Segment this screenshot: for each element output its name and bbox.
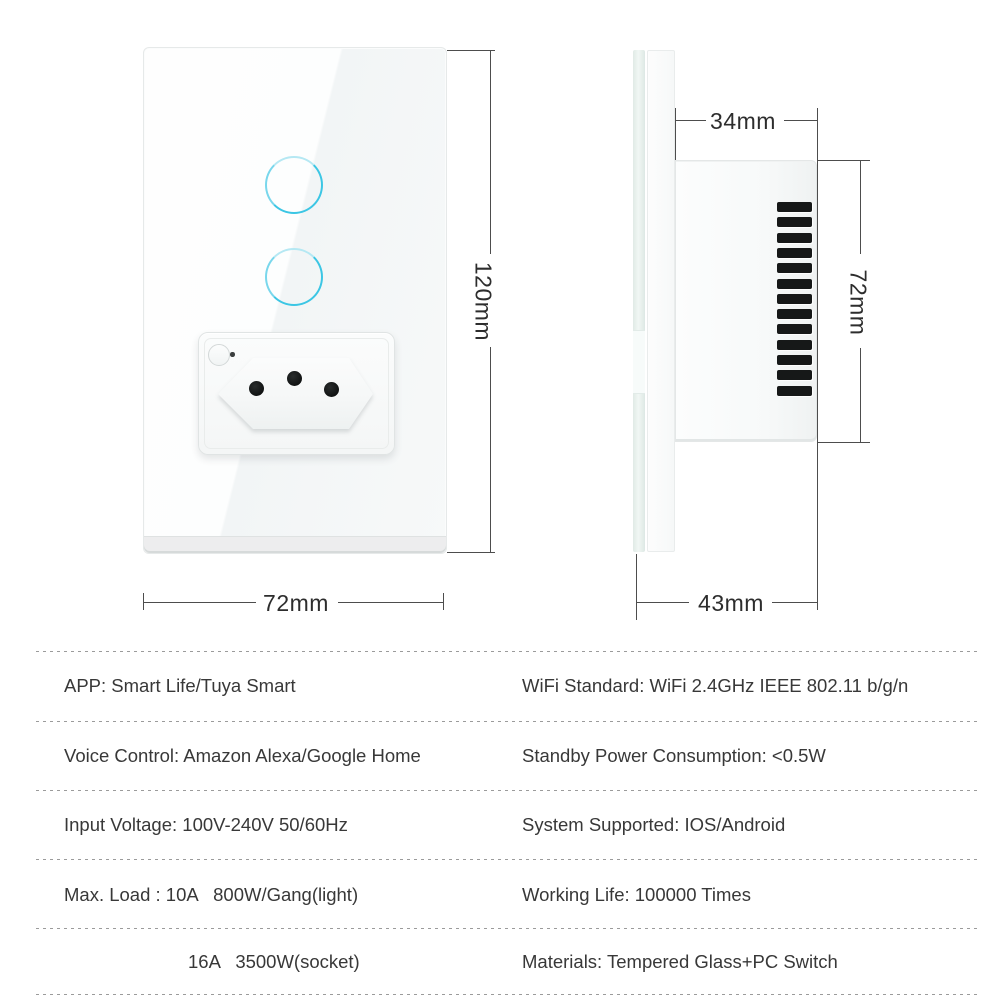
vent-slot bbox=[777, 279, 812, 289]
socket-hole-right bbox=[323, 381, 339, 397]
socket-recess-wrap bbox=[199, 333, 394, 454]
dim-line-side-height-lower bbox=[860, 348, 861, 442]
side-glass-inner bbox=[647, 50, 675, 552]
dim-ext-depth-left bbox=[675, 108, 676, 160]
side-glass-clip bbox=[633, 330, 645, 394]
dim-tick-side-bottom bbox=[818, 442, 870, 443]
dim-tick-side-top bbox=[818, 160, 870, 161]
vent-slot bbox=[777, 324, 812, 334]
dim-label-side-bottom-depth: 43mm bbox=[698, 590, 764, 616]
dim-line-width-right bbox=[338, 602, 443, 603]
dim-line-depth-right bbox=[784, 120, 817, 121]
dim-line-depth-left bbox=[676, 120, 706, 121]
vent-slot bbox=[777, 202, 812, 212]
panel-bottom-bevel bbox=[144, 536, 446, 553]
socket-hole-left bbox=[248, 380, 264, 396]
vent-slot bbox=[777, 370, 812, 380]
vent-slot bbox=[777, 355, 812, 365]
vent-slot bbox=[777, 340, 812, 350]
spec-app: APP: Smart Life/Tuya Smart bbox=[64, 675, 296, 696]
dim-tick-left bbox=[143, 593, 144, 610]
vent-slot bbox=[777, 294, 812, 304]
dim-line-bottom-depth-right bbox=[772, 602, 817, 603]
divider bbox=[36, 928, 980, 929]
divider bbox=[36, 651, 980, 652]
divider bbox=[36, 859, 980, 860]
spec-max-load-light: Max. Load : 10A 800W/Gang(light) bbox=[64, 884, 359, 905]
dim-line-width-left bbox=[144, 602, 256, 603]
socket-inner-outline bbox=[204, 338, 389, 449]
side-glass-outer bbox=[633, 50, 645, 552]
divider bbox=[36, 994, 980, 995]
dim-ext-line-body-right bbox=[817, 108, 818, 610]
dim-ext-line-top bbox=[447, 50, 495, 51]
spec-max-load-socket: 16A 3500W(socket) bbox=[188, 951, 360, 972]
spec-standby-power: Standby Power Consumption: <0.5W bbox=[522, 745, 826, 766]
dim-label-side-top-depth: 34mm bbox=[710, 108, 776, 134]
touch-ring-bottom bbox=[265, 248, 323, 306]
spec-voice-control: Voice Control: Amazon Alexa/Google Home bbox=[64, 745, 421, 766]
divider bbox=[36, 790, 980, 791]
vent-slot bbox=[777, 263, 812, 273]
dim-line-bottom-depth-left bbox=[637, 602, 689, 603]
dim-ext-glass-left bbox=[636, 554, 637, 620]
divider bbox=[36, 721, 980, 722]
dim-label-side-height: 72mm bbox=[845, 269, 872, 336]
socket-led-dot bbox=[230, 352, 235, 357]
vent-slot bbox=[777, 309, 812, 319]
socket-hole-center bbox=[286, 370, 302, 386]
spec-working-life: Working Life: 100000 Times bbox=[522, 884, 751, 905]
vent-slot bbox=[777, 248, 812, 258]
spec-system-supported: System Supported: IOS/Android bbox=[522, 814, 786, 835]
vent-slot bbox=[777, 233, 812, 243]
dim-ext-line-bottom bbox=[447, 552, 495, 553]
spec-wifi-standard: WiFi Standard: WiFi 2.4GHz IEEE 802.11 b… bbox=[522, 675, 909, 696]
socket-recess bbox=[218, 358, 373, 429]
dim-line-height-upper bbox=[490, 50, 491, 254]
front-panel bbox=[143, 47, 447, 554]
dim-tick-right bbox=[443, 593, 444, 610]
dim-label-front-width: 72mm bbox=[263, 590, 329, 616]
vent-slot bbox=[777, 217, 812, 227]
socket-module bbox=[198, 332, 395, 455]
vent-slot bbox=[777, 386, 812, 396]
socket-reset-button bbox=[208, 344, 230, 366]
spec-input-voltage: Input Voltage: 100V-240V 50/60Hz bbox=[64, 814, 348, 835]
dim-line-height-lower bbox=[490, 347, 491, 552]
dim-line-side-height-upper bbox=[860, 161, 861, 254]
spec-materials: Materials: Tempered Glass+PC Switch bbox=[522, 951, 838, 972]
dim-label-front-height: 120mm bbox=[470, 261, 497, 342]
touch-ring-top bbox=[265, 156, 323, 214]
